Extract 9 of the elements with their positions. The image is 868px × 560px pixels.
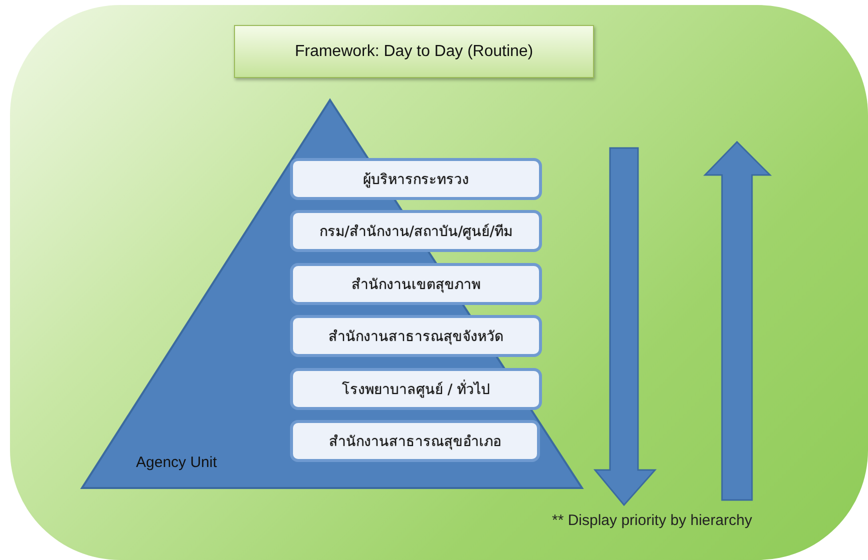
title-box: Framework: Day to Day (Routine) <box>234 25 594 78</box>
pyramid-label: Agency Unit <box>136 454 217 471</box>
note-text: ** Display priority by hierarchy <box>552 512 752 529</box>
level-box: กรม/สำนักงาน/สถาบัน/ศูนย์/ทีม <box>290 210 542 252</box>
level-box: สำนักงานสาธารณสุขอำเภอ <box>290 420 540 462</box>
level-box: โรงพยาบาลศูนย์ / ทั่วไป <box>290 368 542 410</box>
level-box: ผู้บริหารกระทรวง <box>290 158 542 200</box>
level-box: สำนักงานสาธารณสุขจังหวัด <box>290 315 542 357</box>
level-box: สำนักงานเขตสุขภาพ <box>290 263 542 305</box>
